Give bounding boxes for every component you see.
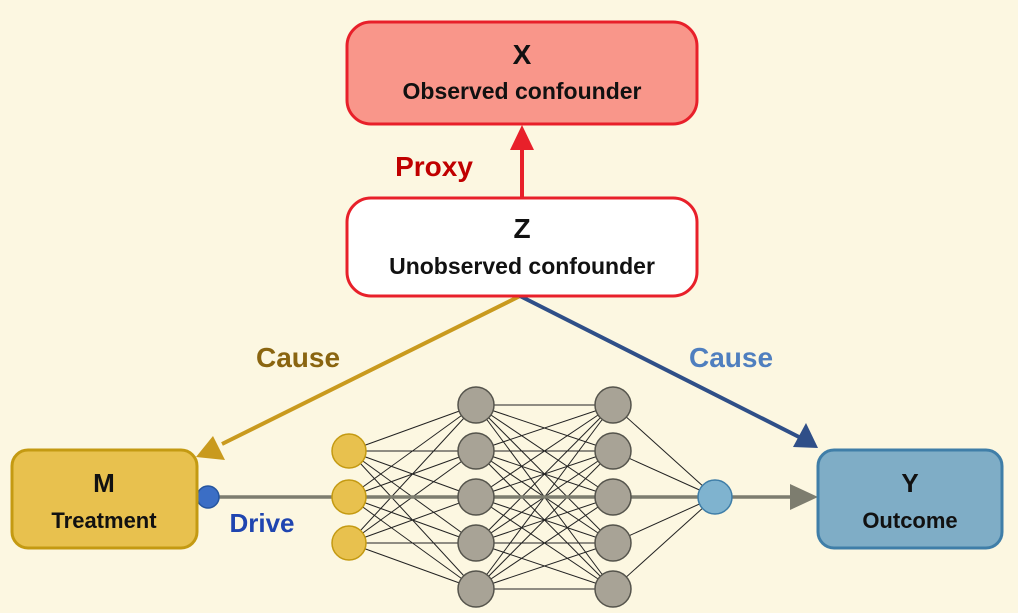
node-x-letter: X: [513, 39, 532, 70]
nn-connection: [612, 404, 716, 498]
nn-connection: [475, 404, 614, 452]
drive-label: Drive: [229, 508, 294, 538]
nn-connection: [348, 404, 477, 452]
node-y-label: Outcome: [862, 508, 957, 533]
nn-hidden-node: [594, 478, 632, 516]
drive-start-dot: [196, 485, 220, 509]
nn-input-node: [331, 479, 367, 515]
neural-network-connections: [348, 404, 716, 590]
nn-hidden-node: [594, 570, 632, 608]
nn-connection: [348, 496, 477, 544]
node-m-letter: M: [93, 468, 115, 498]
node-z-box: [345, 196, 699, 298]
node-z-letter: Z: [513, 213, 530, 244]
node-m-box: [10, 448, 199, 550]
nn-input-node: [331, 433, 367, 469]
cause-edge-z-to-m: [221, 294, 521, 446]
nn-hidden-node: [457, 432, 495, 470]
nn-connection: [475, 450, 614, 590]
nn-connection: [475, 404, 614, 498]
node-m-label: Treatment: [51, 508, 157, 533]
nn-hidden-node: [457, 478, 495, 516]
nn-hidden-node: [457, 524, 495, 562]
cause-edge-z-to-y: [519, 294, 800, 439]
drive-flow-arrowhead: [790, 484, 818, 510]
node-m-treatment: M Treatment: [10, 448, 199, 550]
node-x-label: Observed confounder: [403, 78, 642, 104]
nn-hidden-node: [594, 524, 632, 562]
cause-left-label: Cause: [256, 342, 340, 373]
proxy-label: Proxy: [395, 151, 473, 182]
nn-connection: [348, 542, 477, 590]
node-y-letter: Y: [901, 468, 918, 498]
nn-connection: [475, 404, 614, 544]
nn-hidden-node: [457, 386, 495, 424]
node-z-label: Unobserved confounder: [389, 253, 655, 279]
nn-output-node: [697, 479, 733, 515]
nn-connection: [475, 542, 614, 590]
nn-input-node: [331, 525, 367, 561]
nn-hidden-node: [457, 570, 495, 608]
neural-network-nodes: [331, 386, 733, 608]
cause-edge-z-to-m-arrowhead: [196, 436, 225, 460]
nn-connection: [348, 404, 477, 498]
nn-connection: [475, 496, 614, 590]
node-x-box: [345, 20, 699, 126]
cause-edge-z-to-y-arrowhead: [793, 423, 818, 448]
nn-connection: [348, 404, 477, 544]
proxy-edge-arrowhead: [510, 125, 534, 150]
cause-right-label: Cause: [689, 342, 773, 373]
nn-connection: [612, 496, 716, 590]
node-y-box: [816, 448, 1004, 550]
node-z-unobserved-confounder: Z Unobserved confounder: [345, 196, 699, 298]
node-y-outcome: Y Outcome: [816, 448, 1004, 550]
nn-hidden-node: [594, 386, 632, 424]
nn-hidden-node: [594, 432, 632, 470]
node-x-observed-confounder: X Observed confounder: [345, 20, 699, 126]
